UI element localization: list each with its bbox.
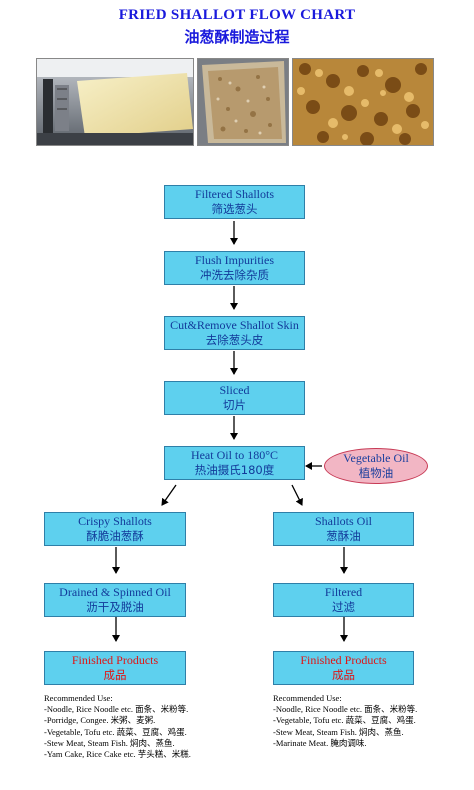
- step-label-en: Finished Products: [300, 653, 387, 667]
- uses-item: -Noodle, Rice Noodle etc. 面条、米粉等.: [44, 704, 189, 715]
- oil-label-zh: 植物油: [358, 466, 394, 480]
- step-label-zh: 切片: [223, 398, 246, 412]
- uses-item: -Noodle, Rice Noodle etc. 面条、米粉等.: [273, 704, 418, 715]
- uses-item: -Vegetable, Tofu etc. 蔬菜、豆腐、鸡蛋.: [273, 715, 416, 726]
- uses-item: -Porridge, Congee. 米粥、麦粥.: [44, 715, 156, 726]
- step-label-en: Cut&Remove Shallot Skin: [170, 318, 299, 332]
- uses-item: -Stew Meat, Steam Fish. 焖肉、蒸鱼.: [44, 737, 175, 748]
- recommended-use-right: Recommended Use: -Noodle, Rice Noodle et…: [273, 693, 417, 749]
- photo-fried-shallots: [292, 58, 434, 146]
- step-label-zh: 葱酥油: [326, 529, 361, 543]
- chart-title-en: FRIED SHALLOT FLOW CHART: [118, 7, 356, 23]
- step-label-en: Flush Impurities: [194, 253, 274, 267]
- uses-item: -Stew Meat, Steam Fish. 焖肉、蒸鱼.: [273, 726, 404, 737]
- step-label-zh: 过滤: [332, 600, 355, 614]
- step-label-zh: 去除葱头皮: [205, 333, 264, 347]
- step-label-zh: 热油摄氏180度: [194, 463, 275, 477]
- uses-item: -Yam Cake, Rice Cake etc. 芋头糕、米糕.: [44, 749, 191, 760]
- uses-item: -Marinate Meat. 腌肉调味.: [273, 737, 367, 748]
- photo-sliced-shallots-tray: [197, 58, 289, 146]
- arrow-split-right: [291, 484, 303, 506]
- step-label-zh: 冲洗去除杂质: [200, 268, 269, 282]
- uses-heading: Recommended Use:: [273, 693, 342, 703]
- step-label-zh: 酥脆油葱酥: [86, 529, 144, 543]
- step-label-en: Filtered Shallots: [195, 187, 274, 201]
- uses-heading: Recommended Use:: [44, 693, 113, 703]
- step-label-en: Finished Products: [71, 653, 159, 667]
- step-label-en: Sliced: [219, 383, 250, 397]
- step-label-en: Filtered: [324, 585, 363, 599]
- uses-item: -Vegetable, Tofu etc. 蔬菜、豆腐、鸡蛋.: [44, 726, 187, 737]
- chart-title-zh: 油葱酥制造过程: [184, 28, 290, 46]
- photo-washing-machine: [36, 58, 194, 146]
- step-label-en: Shallots Oil: [314, 514, 372, 528]
- recommended-use-left: Recommended Use: -Noodle, Rice Noodle et…: [44, 693, 191, 760]
- arrow-split-left: [161, 484, 177, 506]
- oil-label-en: Vegetable Oil: [343, 451, 409, 465]
- step-label-zh: 成品: [332, 668, 355, 682]
- step-label-zh: 沥干及脱油: [86, 600, 144, 614]
- step-label-zh: 筛选葱头: [211, 202, 258, 216]
- step-label-zh: 成品: [103, 668, 127, 682]
- step-label-en: Drained & Spinned Oil: [59, 585, 171, 599]
- step-label-en: Crispy Shallots: [78, 514, 152, 528]
- step-label-en: Heat Oil to 180°C: [190, 448, 279, 462]
